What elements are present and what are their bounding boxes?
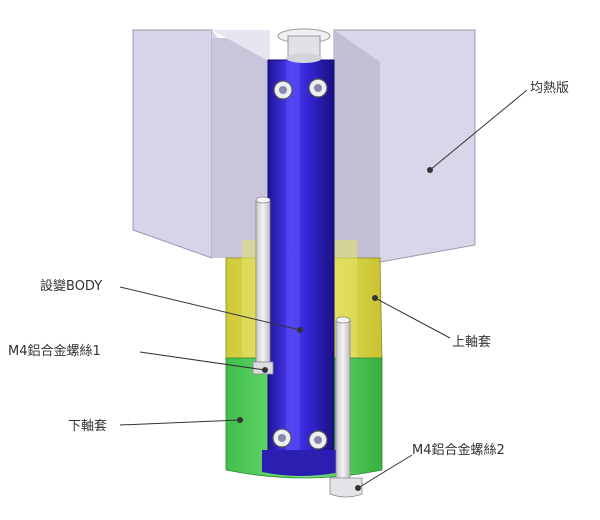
heat-plate-slab <box>212 38 270 258</box>
heat-plate-left-inner <box>212 30 270 62</box>
label-upper-sleeve: 上軸套 <box>452 334 491 350</box>
bearing-icon <box>272 78 328 450</box>
screw-2 <box>329 316 363 498</box>
leader-lines <box>119 89 528 491</box>
screw-1 <box>252 196 274 375</box>
label-lower-sleeve: 下軸套 <box>68 418 107 434</box>
label-screw-1: M4鋁合金螺絲1 <box>8 343 101 359</box>
heat-plate-front-face <box>132 29 213 259</box>
top-cap <box>277 28 331 63</box>
heat-plate <box>132 29 476 263</box>
body-shaft <box>262 59 340 476</box>
label-heat-plate: 均熱版 <box>530 81 569 96</box>
label-screw-2: M4鋁合金螺絲2 <box>412 442 505 458</box>
heat-plate-inner-top <box>334 30 380 258</box>
label-body: 設變BODY <box>40 278 102 294</box>
